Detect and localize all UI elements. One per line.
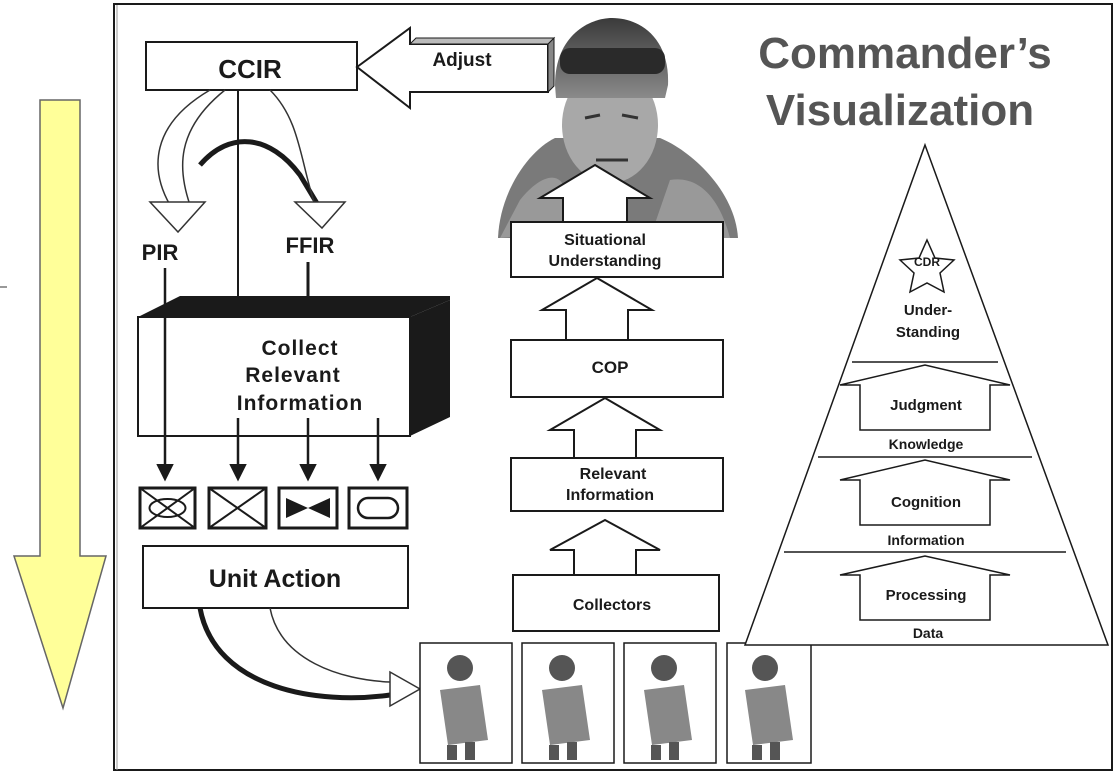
unit-symbol-engineer bbox=[277, 486, 339, 530]
cdr-star bbox=[898, 238, 956, 294]
pir-arrow-head bbox=[148, 201, 207, 234]
unit-action-label: Unit Action bbox=[209, 565, 341, 593]
ccir-label: CCIR bbox=[218, 54, 282, 84]
cognition-label: Cognition bbox=[891, 494, 961, 511]
soldier-panel-2 bbox=[521, 642, 615, 764]
commander-photo bbox=[498, 18, 738, 238]
soldier-panel-4 bbox=[726, 642, 812, 764]
processing-arrow bbox=[839, 555, 1011, 621]
situational-line2: Understanding bbox=[549, 253, 662, 270]
collect-box bbox=[137, 316, 411, 437]
judgment-label: Judgment bbox=[890, 397, 962, 414]
soldier-panel-3 bbox=[623, 642, 717, 764]
ffir-label: FFIR bbox=[286, 233, 335, 258]
judgment-arrow bbox=[839, 364, 1011, 431]
adjust-label: Adjust bbox=[432, 50, 492, 71]
situational-line1: Situational bbox=[564, 232, 646, 249]
data-label: Data bbox=[913, 625, 944, 641]
ccir-box bbox=[145, 41, 358, 91]
unit-action-box bbox=[142, 545, 409, 609]
cognition-arrow bbox=[839, 459, 1011, 526]
collectors-label: Collectors bbox=[573, 597, 651, 614]
understanding-line1: Under- bbox=[904, 302, 952, 319]
collectors-box bbox=[512, 574, 720, 632]
cop-box bbox=[510, 339, 724, 398]
relevant-information-box bbox=[510, 457, 724, 512]
knowledge-label: Knowledge bbox=[889, 436, 964, 452]
soldier-panel-1 bbox=[419, 642, 513, 764]
processing-label: Processing bbox=[886, 587, 967, 604]
cop-label: COP bbox=[592, 358, 629, 377]
relevant-line1: Relevant bbox=[580, 466, 647, 483]
unit-symbol-armored-infantry bbox=[138, 486, 197, 530]
relevant-line2: Information bbox=[566, 487, 654, 504]
title-line2: Visualization bbox=[766, 86, 1034, 135]
unit-symbol-infantry bbox=[207, 486, 268, 530]
situational-understanding-box bbox=[510, 221, 724, 278]
title-line1: Commander’s bbox=[758, 29, 1051, 78]
understanding-line2: Standing bbox=[896, 324, 960, 341]
ffir-arrow-head bbox=[293, 201, 347, 230]
unit-symbol-armor bbox=[347, 486, 409, 530]
collect-box-top bbox=[138, 296, 450, 317]
collect-line1: Collect bbox=[261, 337, 338, 360]
pir-label: PIR bbox=[142, 240, 179, 265]
soldier-arrow-head bbox=[389, 670, 422, 708]
yellow-down-arrow bbox=[12, 99, 107, 711]
collect-line3: Information bbox=[237, 392, 364, 415]
cdr-label: CDR bbox=[914, 255, 940, 269]
collect-line2: Relevant bbox=[245, 364, 341, 387]
information-label: Information bbox=[888, 532, 965, 548]
